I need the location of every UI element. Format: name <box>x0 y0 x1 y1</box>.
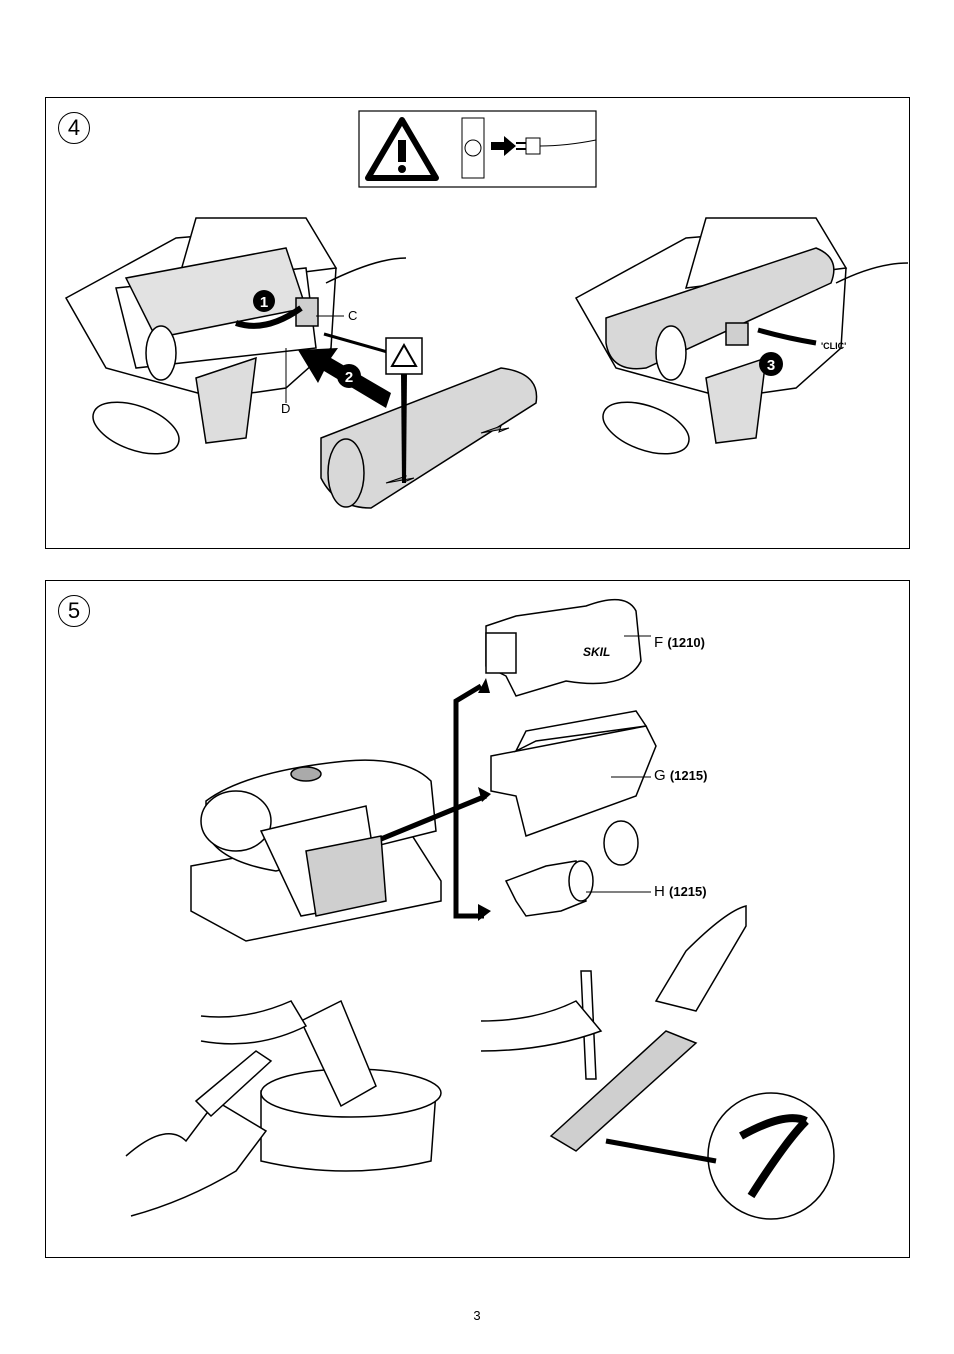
label-h: H (1215) <box>654 883 707 900</box>
unplug-warning-box <box>358 110 597 188</box>
label-c: C <box>348 308 358 323</box>
clic-sound-label: 'CLIC' <box>821 341 847 351</box>
dust-container-g <box>490 710 657 837</box>
label-d: D <box>281 401 291 416</box>
step-1-marker: 1 <box>260 294 268 311</box>
plug-icon <box>516 137 597 155</box>
step-3-marker: 3 <box>767 357 775 374</box>
sanding-belt <box>320 367 538 509</box>
dust-collection-illustration: SKIL <box>125 598 835 1220</box>
step-2-marker: 2 <box>345 369 353 386</box>
page-number: 3 <box>473 1308 481 1323</box>
wall-socket-icon <box>461 117 485 179</box>
arrow-icon <box>491 136 516 156</box>
vacuum-adapter-h <box>504 820 639 917</box>
brushing-filter-illustration <box>480 905 835 1220</box>
emptying-container-illustration <box>125 999 442 1217</box>
dust-bag-f <box>485 598 642 697</box>
belt-sander-side <box>190 759 442 942</box>
belt-installation-illustration: 1 2 3 <box>64 110 909 509</box>
figure-4-panel: 4 1 <box>45 97 910 549</box>
figure-5-panel: 5 SKIL <box>45 580 910 1258</box>
figure-number: 4 <box>58 112 90 144</box>
warning-triangle-icon <box>390 342 418 367</box>
label-g: G (1215) <box>654 767 708 784</box>
attachment-arrows <box>380 683 487 919</box>
belt-sander-open <box>64 217 407 455</box>
figure-number: 5 <box>58 595 90 627</box>
skil-logo: SKIL <box>583 645 610 659</box>
belt-sander-closed <box>574 217 909 455</box>
label-f: F (1210) <box>654 634 705 651</box>
